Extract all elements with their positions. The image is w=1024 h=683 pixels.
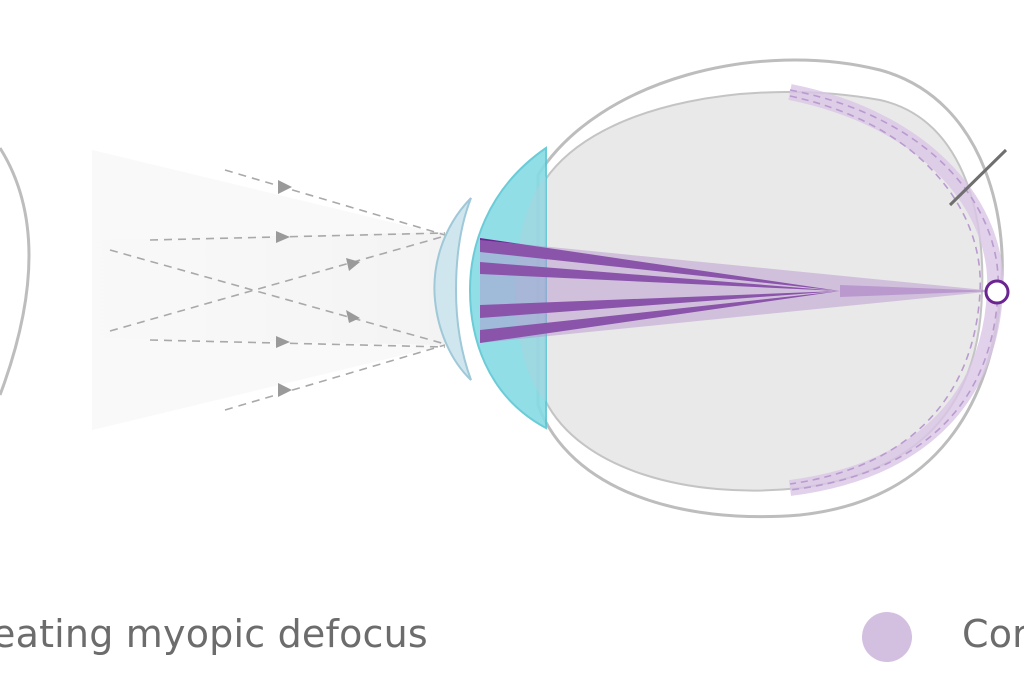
legend-myopic-defocus-label: eating myopic defocus: [0, 612, 428, 656]
focus-point-icon: [984, 279, 1010, 305]
eyeball-inner: [544, 90, 984, 492]
focused-rays: [480, 238, 995, 343]
cornea-inner-surface: [515, 176, 546, 402]
spectacle-lens: [433, 197, 472, 381]
legend-color-dot: [862, 612, 912, 662]
arrow-head-icon: [276, 180, 360, 397]
legend-right-label: Cor: [962, 612, 1024, 656]
dashed-rays: [109, 169, 446, 411]
incoming-beam-cone: [92, 150, 445, 430]
left-circle-outline: [0, 147, 31, 396]
retina-dashed-inner: [789, 95, 981, 485]
retina-pointer-line: [948, 148, 1008, 207]
